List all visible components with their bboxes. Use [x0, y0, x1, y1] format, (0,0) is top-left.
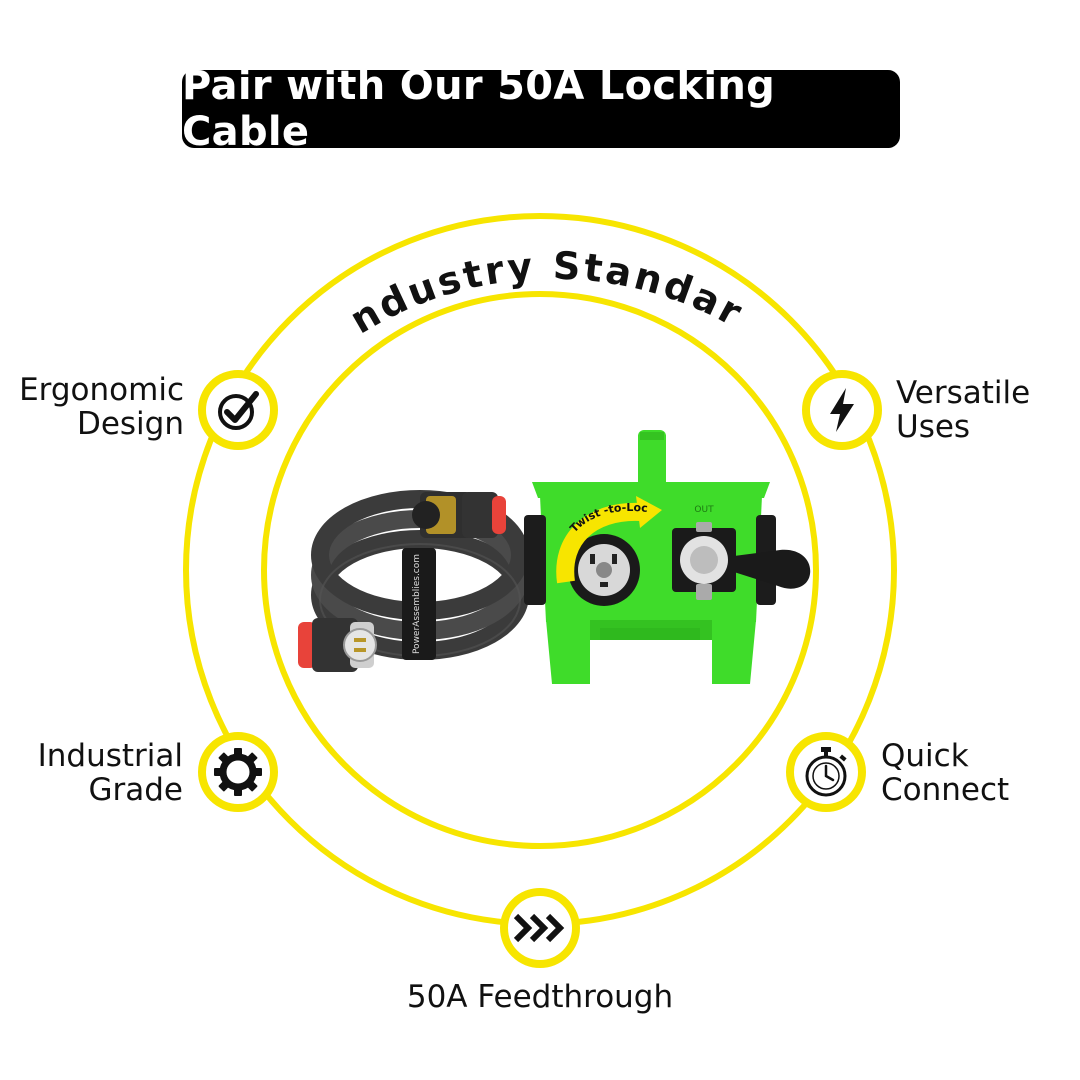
versatile-badge	[802, 370, 882, 450]
check-circle-icon	[218, 391, 259, 430]
cable-sleeve	[402, 548, 436, 660]
quick-connect-label: Quick Connect	[881, 738, 1010, 808]
feedthrough-badge	[500, 888, 580, 968]
lightning-bolt-icon	[830, 388, 854, 432]
ergonomic-label: Ergonomic Design	[19, 372, 184, 442]
feedthrough-label: 50A Feedthrough	[406, 979, 674, 1015]
top-connector	[412, 492, 506, 538]
page-title: Pair with Our 50A Locking Cable	[182, 63, 776, 155]
twist-arrow	[556, 502, 641, 584]
chevrons-right-icon	[514, 913, 565, 943]
versatile-label: Versatile Uses	[896, 375, 1031, 445]
industrial-badge	[198, 732, 278, 812]
industrial-label: Industrial Grade	[37, 738, 183, 808]
stopwatch-icon	[805, 747, 847, 797]
twist-to-lock-text: Twist -to-Lock	[0, 0, 648, 535]
title-banner: Pair with Our 50A Locking Cable	[182, 63, 900, 155]
ergonomic-badge	[198, 370, 278, 450]
bottom-connector	[298, 618, 377, 672]
inner-ring	[261, 291, 819, 849]
gear-icon	[214, 748, 262, 796]
cable-sleeve-text: PowerAssemblies.com	[412, 554, 422, 654]
out-label: OUT	[694, 505, 714, 515]
quick-connect-badge	[786, 732, 866, 812]
